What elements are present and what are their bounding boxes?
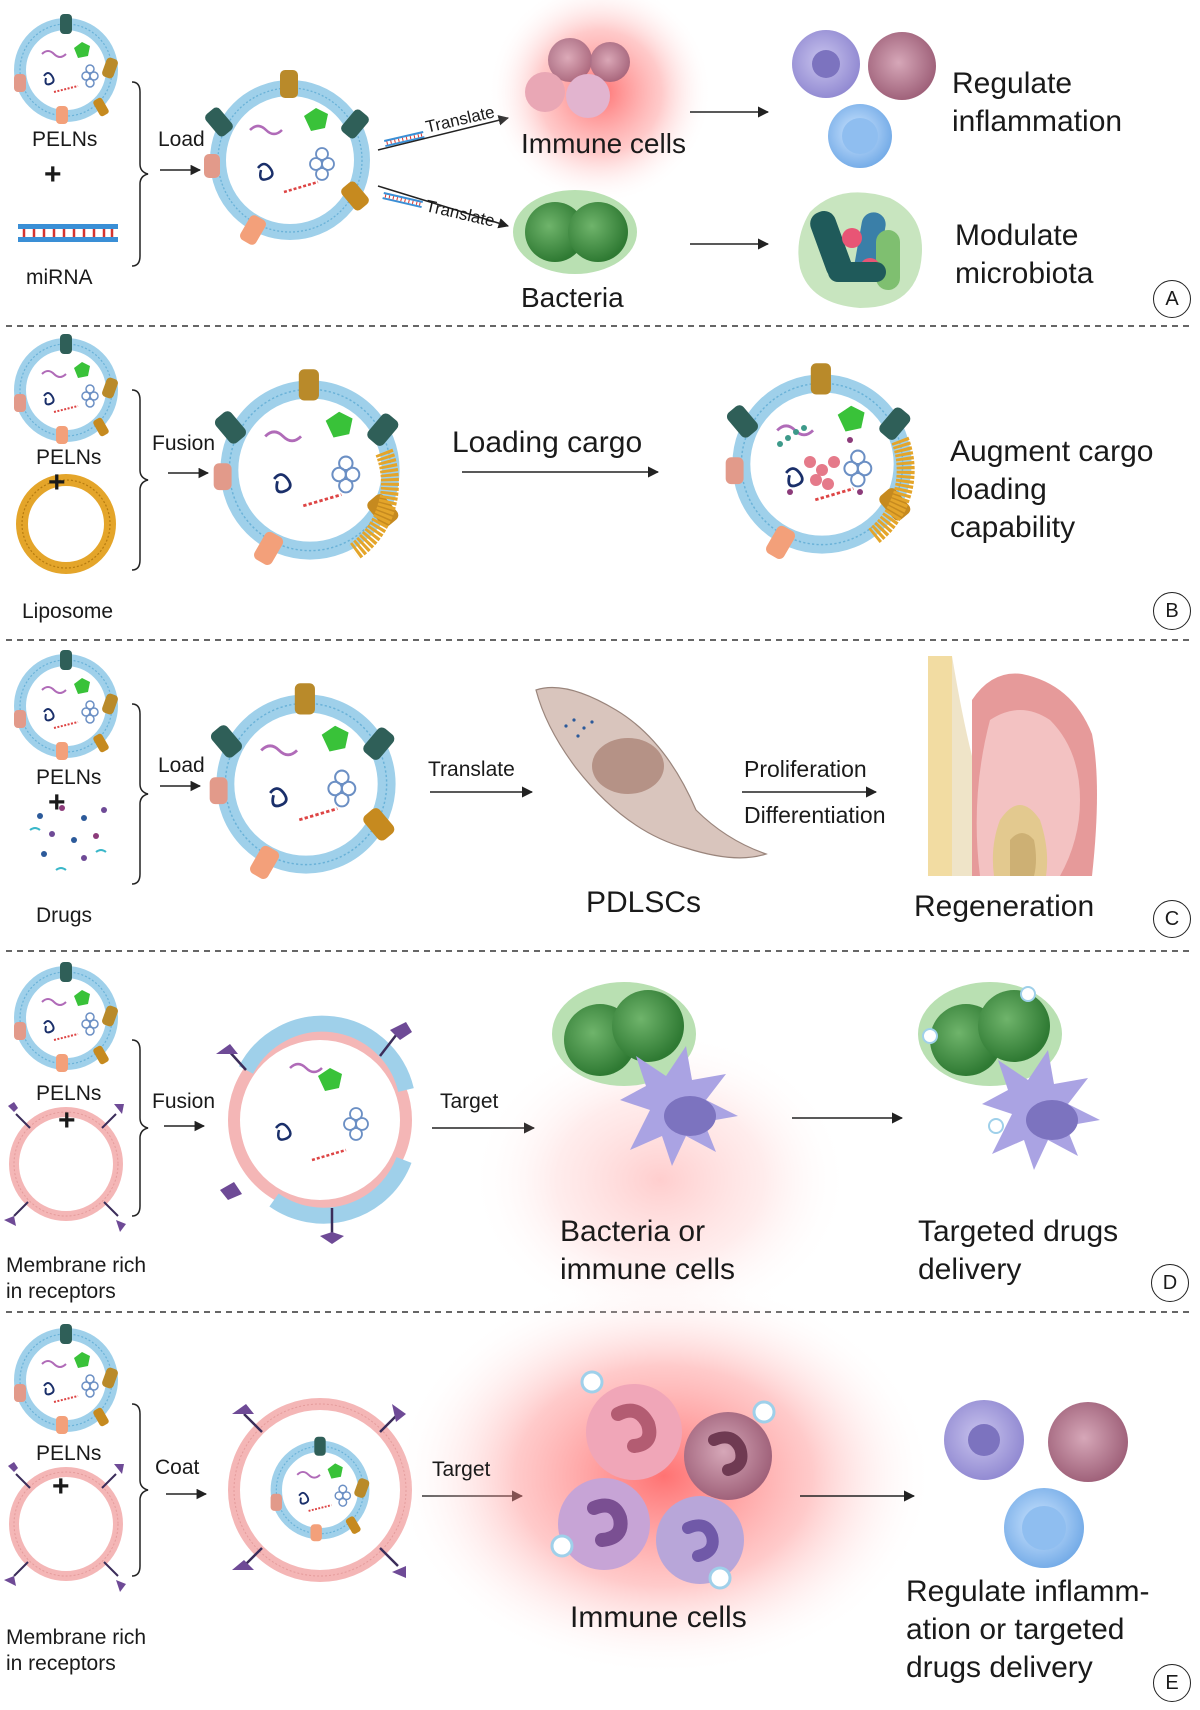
bacteria-cluster-a — [513, 190, 637, 274]
outcome-targeted-2: delivery — [918, 1253, 1022, 1286]
label-drugs: Drugs — [36, 904, 93, 927]
label-membrane-1: Membrane rich — [6, 1626, 147, 1649]
loaded-vesicle — [203, 70, 371, 247]
mirna-strand — [16, 222, 120, 244]
target-label-2: immune cells — [560, 1253, 736, 1286]
panel-a — [14, 0, 936, 308]
action-loading-cargo: Loading cargo — [452, 426, 643, 459]
label-mirna: miRNA — [26, 266, 93, 289]
label-pelns: PELNs — [36, 766, 102, 789]
panel-d — [4, 962, 1100, 1330]
bracket — [131, 81, 149, 267]
fused-receptor-vesicle — [216, 1015, 414, 1244]
peln-vesicle — [14, 1324, 119, 1434]
inflammation-glow — [394, 1276, 934, 1676]
peln-vesicle — [14, 962, 119, 1072]
panel-tag-d: D — [1151, 1264, 1189, 1302]
panel-tag-e: E — [1153, 1664, 1191, 1702]
liposome — [16, 474, 116, 574]
peln-vesicle — [14, 334, 119, 444]
label-pdlscs: PDLSCs — [586, 886, 702, 919]
label-pelns: PELNs — [36, 446, 102, 469]
panel-tag-a: A — [1153, 280, 1191, 318]
peln-vesicle — [14, 14, 119, 124]
coated-vesicle — [228, 1398, 412, 1582]
action-target: Target — [440, 1090, 499, 1113]
action-load: Load — [158, 128, 205, 151]
panel-tag-c: C — [1153, 900, 1191, 938]
label-pelns: PELNs — [36, 1082, 102, 1105]
outcome-regulate-1: Regulate inflamm- — [906, 1575, 1150, 1608]
outcome-modulate-1: Modulate — [955, 219, 1079, 252]
outcome-targeted-1: Targeted drugs — [918, 1215, 1119, 1248]
label-liposome: Liposome — [22, 600, 114, 623]
translate-arrow-lower — [377, 185, 510, 229]
drugs-particles — [29, 805, 107, 871]
panel-tag-b: B — [1153, 592, 1191, 630]
bracket — [131, 1403, 149, 1577]
process-proliferation: Proliferation — [744, 756, 867, 782]
plus-sign: + — [48, 466, 66, 499]
immune-cells-cluster — [525, 38, 630, 118]
outcome-regulate-3: drugs delivery — [906, 1651, 1093, 1684]
outcome-modulate-2: microbiota — [955, 257, 1094, 290]
drug-loaded-vesicle — [209, 683, 397, 881]
bracket — [131, 389, 149, 571]
plus-sign: + — [58, 1104, 76, 1137]
target-bacteria: Bacteria — [521, 282, 624, 313]
plus-sign: + — [48, 786, 66, 819]
bracket — [131, 703, 149, 885]
label-membrane-2: in receptors — [6, 1280, 116, 1303]
outcome-regeneration: Regeneration — [914, 890, 1095, 923]
panel-c — [14, 650, 1097, 884]
peln-vesicle — [14, 650, 119, 760]
action-coat: Coat — [155, 1456, 200, 1479]
plus-sign: + — [52, 1470, 70, 1503]
fused-vesicle — [213, 369, 401, 567]
pdlsc-cell — [535, 686, 768, 859]
bracket — [131, 1039, 149, 1217]
action-translate: Translate — [428, 758, 515, 781]
targeted-bacteria — [918, 982, 1062, 1086]
targeted-immune-cell — [982, 1050, 1100, 1170]
translate-arrow-upper — [377, 115, 510, 151]
outcome-regulate-1: Regulate — [952, 67, 1073, 100]
target-label-1: Bacteria or — [560, 1215, 706, 1248]
target-immune-cells: Immune cells — [570, 1601, 747, 1634]
panel-b — [14, 334, 913, 570]
cargo-loaded-vesicle — [725, 363, 913, 561]
process-differentiation: Differentiation — [744, 802, 886, 828]
regulated-immune-cells-e — [944, 1400, 1128, 1568]
microbiota-cluster — [798, 192, 922, 308]
plus-sign: + — [44, 158, 62, 191]
immune-cell-d — [620, 1046, 738, 1166]
label-pelns: PELNs — [32, 128, 98, 151]
soft-glow — [470, 1030, 850, 1330]
outcome-regulate-2: ation or targeted — [906, 1613, 1125, 1646]
action-target: Target — [432, 1458, 491, 1481]
label-membrane-1: Membrane rich — [6, 1254, 147, 1277]
label-pelns: PELNs — [36, 1442, 102, 1465]
action-fusion: Fusion — [152, 432, 216, 455]
immune-cells-e — [550, 1370, 776, 1590]
outcome-augment-3: capability — [950, 511, 1076, 544]
regulated-immune-cells — [792, 30, 936, 168]
regeneration-tissue — [928, 656, 1097, 876]
outcome-augment-2: loading — [950, 473, 1047, 506]
outcome-regulate-2: inflammation — [952, 105, 1123, 138]
action-fusion: Fusion — [152, 1090, 216, 1113]
label-membrane-2: in receptors — [6, 1652, 116, 1675]
outcome-augment-1: Augment cargo — [950, 435, 1154, 468]
panel-e — [4, 1276, 1128, 1676]
bacteria-cluster-d — [552, 982, 696, 1086]
action-load: Load — [158, 754, 205, 777]
target-immune-cells: Immune cells — [521, 128, 686, 159]
